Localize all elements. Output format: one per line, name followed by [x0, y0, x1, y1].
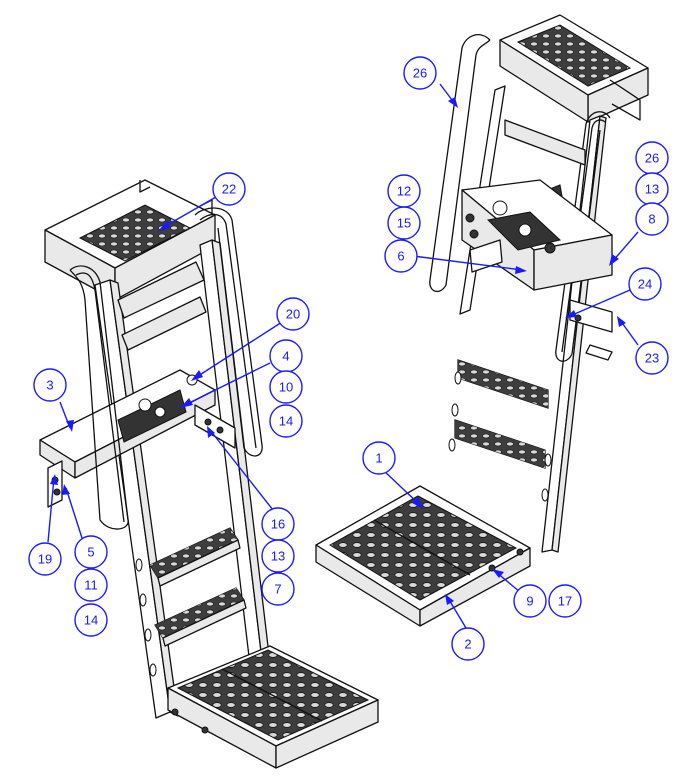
balloon-23: 23: [635, 341, 669, 375]
balloon-19: 19: [28, 542, 62, 576]
balloon-26-b-label: 26: [645, 151, 659, 166]
balloon-23-label: 23: [645, 351, 659, 366]
balloon-5: 5: [74, 535, 108, 569]
balloon-8-label: 8: [648, 212, 655, 227]
right-ladder: [315, 14, 649, 627]
balloon-12: 12: [387, 174, 421, 208]
left-ladder: [39, 179, 379, 769]
balloon-1: 1: [362, 441, 396, 475]
balloon-13-a-label: 13: [271, 549, 285, 564]
balloon-13-a: 13: [261, 539, 295, 573]
balloon-10-label: 10: [279, 380, 293, 395]
balloon-13-b: 13: [635, 172, 669, 206]
balloon-13-b-label: 13: [645, 182, 659, 197]
balloon-9: 9: [513, 584, 547, 618]
balloon-6-label: 6: [397, 249, 404, 264]
balloon-9-label: 9: [526, 594, 533, 609]
balloon-16-label: 16: [271, 517, 285, 532]
balloon-15-label: 15: [397, 216, 411, 231]
balloon-11: 11: [74, 568, 108, 602]
balloon-5-label: 5: [87, 545, 94, 560]
balloon-24-label: 24: [638, 277, 652, 292]
balloon-10: 10: [269, 370, 303, 404]
balloon-8: 8: [635, 202, 669, 236]
balloon-4: 4: [269, 339, 303, 373]
balloon-3: 3: [33, 368, 67, 402]
balloon-11-label: 11: [84, 578, 98, 593]
balloon-14-b: 14: [74, 603, 108, 637]
balloon-7: 7: [261, 572, 295, 606]
balloon-15: 15: [387, 206, 421, 240]
balloon-22-label: 22: [222, 182, 236, 197]
balloon-26-b: 26: [635, 141, 669, 175]
balloon-20-label: 20: [286, 307, 300, 322]
balloon-26-a-label: 26: [413, 66, 427, 81]
balloon-3-label: 3: [46, 378, 53, 393]
balloon-17-label: 17: [558, 594, 572, 609]
balloon-2: 2: [451, 627, 485, 661]
balloon-16: 16: [261, 507, 295, 541]
balloon-14-b-label: 14: [84, 613, 98, 628]
balloon-14-a: 14: [269, 404, 303, 438]
balloon-12-label: 12: [397, 184, 411, 199]
balloon-6: 6: [384, 239, 418, 273]
balloon-7-label: 7: [274, 582, 281, 597]
balloon-1-label: 1: [375, 451, 382, 466]
balloon-24: 24: [628, 267, 662, 301]
leader-lines: [47, 83, 639, 629]
balloon-4-label: 4: [282, 349, 289, 364]
balloon-26-a: 26: [403, 56, 437, 90]
balloon-19-label: 19: [38, 552, 52, 567]
balloon-14-a-label: 14: [279, 414, 293, 429]
balloon-20: 20: [276, 297, 310, 331]
balloon-22: 22: [212, 172, 246, 206]
balloon-2-label: 2: [464, 637, 471, 652]
balloon-17: 17: [548, 584, 582, 618]
